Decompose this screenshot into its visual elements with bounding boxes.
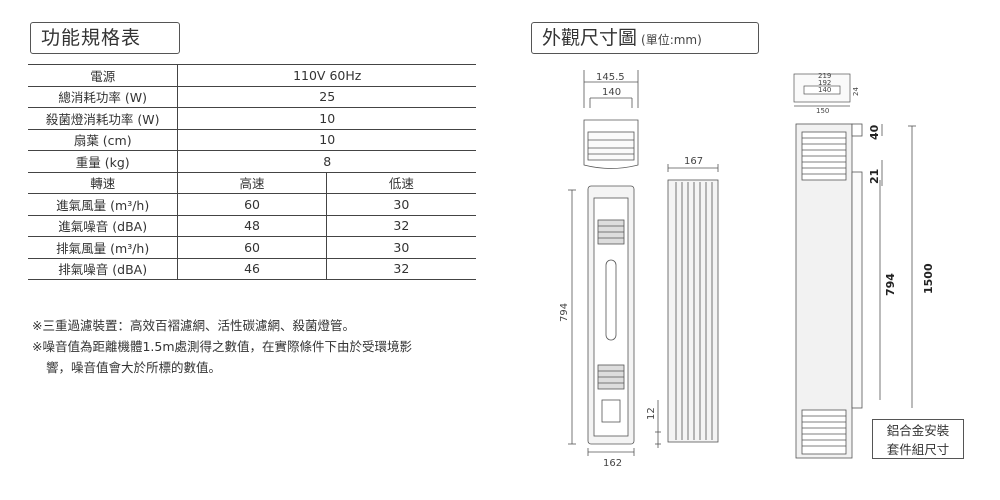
note-noise: ※噪音值為距離機體1.5m處測得之數值，在實際條件下由於受環境影	[32, 339, 413, 354]
side-view	[655, 164, 719, 448]
dim-side-width: 167	[684, 156, 703, 167]
spec-row: 總消耗功率 (W)25	[28, 86, 476, 108]
dim-alu-top-small: 150	[816, 107, 829, 115]
spec-row: 殺菌燈消耗功率 (W)10	[28, 107, 476, 130]
note-noise-cont: 響，噪音值會大於所標的數值。	[46, 360, 222, 375]
dim-alu-height: 794	[884, 273, 897, 296]
alu-front-view	[795, 123, 916, 459]
spec-label: 扇葉 (cm)	[28, 129, 179, 151]
speed-high-value: 60	[177, 236, 327, 259]
speed-header-row: 轉速高速低速	[28, 172, 476, 194]
spec-value: 8	[177, 150, 476, 173]
dim-alu-top-outer: 219	[818, 72, 831, 80]
dim-top-outer: 145.5	[596, 72, 625, 83]
dim-alu-total: 1500	[922, 263, 935, 294]
spec-value: 10	[177, 107, 476, 130]
spec-row: 重量 (kg)8	[28, 150, 476, 173]
speed-low-value: 30	[326, 193, 476, 216]
dim-bottom-width: 162	[603, 458, 622, 469]
notes: ※三重過濾裝置：高效百褶濾網、活性碳濾網、殺菌燈管。 ※噪音值為距離機體1.5m…	[32, 315, 482, 378]
alu-kit-label: 鋁合金安裝 套件組尺寸	[872, 419, 964, 459]
speed-label: 進氣風量 (m³/h)	[28, 193, 179, 216]
spec-table-title: 功能規格表	[30, 22, 180, 54]
spec-label: 總消耗功率 (W)	[28, 86, 179, 108]
speed-header-label: 轉速	[28, 172, 179, 194]
speed-low-value: 32	[326, 215, 476, 237]
dim-base-height: 12	[646, 407, 657, 420]
spec-label: 殺菌燈消耗功率 (W)	[28, 107, 179, 130]
speed-label: 進氣噪音 (dBA)	[28, 215, 179, 237]
speed-low-value: 30	[326, 236, 476, 259]
dim-alu-top-inner: 140	[818, 86, 831, 94]
front-view	[568, 185, 635, 456]
speed-label: 排氣噪音 (dBA)	[28, 258, 179, 280]
dim-alu-21: 21	[868, 169, 881, 184]
speed-high-value: 48	[177, 215, 327, 237]
spec-value: 110V 60Hz	[177, 64, 476, 87]
speed-high-value: 46	[177, 258, 327, 280]
speed-label: 排氣風量 (m³/h)	[28, 236, 179, 259]
dim-alu-top-depth: 24	[852, 87, 860, 96]
dim-alu-top-mid: 192	[818, 79, 831, 87]
speed-header-high: 高速	[177, 172, 327, 194]
top-view	[583, 70, 639, 169]
spec-value: 10	[177, 129, 476, 151]
dim-alu-40: 40	[868, 124, 881, 140]
spec-value: 25	[177, 86, 476, 108]
spec-label: 電源	[28, 64, 179, 87]
dimension-title-text: 外觀尺寸圖	[542, 27, 638, 49]
speed-header-low: 低速	[326, 172, 476, 194]
spec-label: 重量 (kg)	[28, 150, 179, 173]
dim-front-height: 794	[559, 303, 570, 322]
spec-row: 扇葉 (cm)10	[28, 129, 476, 151]
dimension-unit: (單位:mm)	[641, 33, 702, 47]
speed-low-value: 32	[326, 258, 476, 280]
note-filter: ※三重過濾裝置：高效百褶濾網、活性碳濾網、殺菌燈管。	[32, 318, 355, 333]
dimension-drawing-title: 外觀尺寸圖(單位:mm)	[531, 22, 759, 54]
dim-top-inner: 140	[602, 87, 621, 98]
alu-top-view	[793, 73, 851, 107]
speed-high-value: 60	[177, 193, 327, 216]
alu-label-line1: 鋁合金安裝	[886, 423, 950, 438]
alu-label-line2: 套件組尺寸	[886, 442, 950, 457]
dimension-drawing: 145.5 140 794 162 167 12	[559, 70, 935, 469]
